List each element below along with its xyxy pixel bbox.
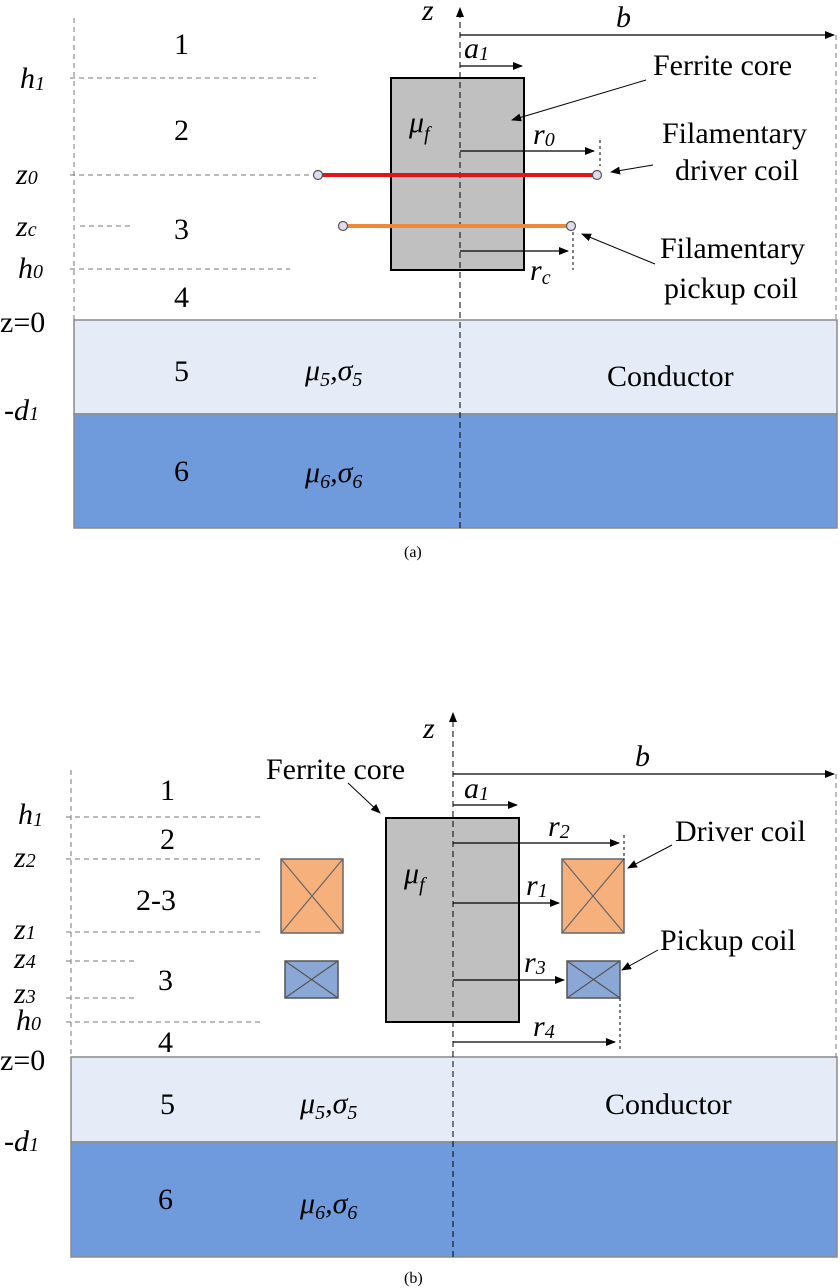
driver-filament-end-right <box>591 169 603 181</box>
conductor-label-b: Conductor <box>605 1088 732 1121</box>
pickup-leader-a <box>581 233 656 265</box>
pickup-coil-label-a-line2: pickup coil <box>664 272 798 305</box>
driver-coil-label-a-line2: driver coil <box>675 154 799 187</box>
caption-a: (a) <box>404 544 422 561</box>
driver-leader-b <box>627 844 673 869</box>
level-h0-b: h0 <box>16 1004 41 1037</box>
driver-leader-a <box>610 164 654 175</box>
driver-filament-end-left <box>312 169 324 181</box>
b-label-a: b <box>616 1 631 34</box>
pickup-coil-right <box>566 960 621 999</box>
driver-coil-label-a-line1: Filamentary <box>662 117 807 150</box>
a1-label-a: a1 <box>464 32 489 65</box>
pickup-coil-left <box>284 960 339 999</box>
caption-b: (b) <box>404 1270 423 1287</box>
conductor-layer-a <box>73 319 838 415</box>
panel-b: z b a1 μf r2 r1 r3 r4 Ferrite core Drive… <box>0 712 838 1287</box>
r3-label: r3 <box>524 946 546 979</box>
material-6-a: μ6,σ6 <box>304 456 362 493</box>
level-z-eq-0-a: z=0 <box>0 306 45 339</box>
z-axis-label-b: z <box>422 712 435 745</box>
base-layer-a <box>73 413 838 529</box>
region-1-b: 1 <box>160 774 175 807</box>
level-h0-a: h0 <box>18 252 43 285</box>
region-4-a: 4 <box>174 281 189 314</box>
r1-label: r1 <box>526 869 548 902</box>
r0-label: r0 <box>533 118 555 151</box>
region-4-b: 4 <box>158 1026 173 1059</box>
level-z0-a: z0 <box>15 158 38 191</box>
region-2-b: 2 <box>160 823 175 856</box>
pickup-filament-end-right <box>565 220 577 232</box>
region-1-a: 1 <box>174 28 189 61</box>
base-layer-b <box>70 1141 838 1258</box>
pickup-filament-end-left <box>337 220 349 232</box>
level-z4-b: z4 <box>13 942 36 975</box>
region-5-a: 5 <box>174 355 189 388</box>
pickup-coil-label-b: Pickup coil <box>660 924 796 957</box>
material-5-a: μ5,σ5 <box>304 354 362 391</box>
level-zc-a: zc <box>15 210 37 243</box>
level-z-eq-0-b: z=0 <box>0 1044 45 1077</box>
a1-label-b: a1 <box>464 772 489 805</box>
panel-a: z b a1 μf r0 rc Ferrite core Filamentary… <box>0 0 838 561</box>
level-z3-b: z3 <box>13 977 36 1010</box>
driver-coil-right <box>561 858 625 934</box>
ferrite-core-label-a: Ferrite core <box>653 49 792 82</box>
material-6-b: μ6,σ6 <box>299 1187 357 1224</box>
ferrite-leader-a <box>511 79 647 122</box>
level-d1-a: -d1 <box>4 394 39 427</box>
level-h1-b: h1 <box>18 798 43 831</box>
b-label-b: b <box>635 740 650 773</box>
region-2-a: 2 <box>174 114 189 147</box>
ferrite-core-label-b: Ferrite core <box>266 753 405 786</box>
mu-f-label-b: μf <box>403 857 427 896</box>
region-5-b: 5 <box>160 1088 175 1121</box>
pickup-coil-label-a-line1: Filamentary <box>660 232 805 265</box>
level-z2-b: z2 <box>13 841 36 874</box>
level-h1-a: h1 <box>20 62 45 95</box>
rc-label: rc <box>530 254 551 289</box>
region-3-b: 3 <box>158 964 173 997</box>
mu-f-label-a: μf <box>408 106 432 145</box>
r2-label: r2 <box>548 810 570 843</box>
z-axis-label-a: z <box>421 0 434 27</box>
region-3-a: 3 <box>174 213 189 246</box>
pickup-leader-b <box>621 949 659 971</box>
level-z1-b: z1 <box>13 913 36 946</box>
driver-coil-label-b: Driver coil <box>675 815 806 848</box>
material-5-b: μ5,σ5 <box>299 1087 357 1124</box>
level-d1-b: -d1 <box>4 1125 39 1158</box>
region-6-a: 6 <box>174 455 189 488</box>
conductor-label-a: Conductor <box>607 360 734 393</box>
region-2-3-b: 2-3 <box>136 884 176 917</box>
ferrite-leader-b <box>347 782 381 814</box>
conductor-layer-b <box>70 1056 838 1143</box>
driver-coil-left <box>280 858 344 934</box>
region-6-b: 6 <box>158 1183 173 1216</box>
r4-label: r4 <box>533 1010 555 1043</box>
